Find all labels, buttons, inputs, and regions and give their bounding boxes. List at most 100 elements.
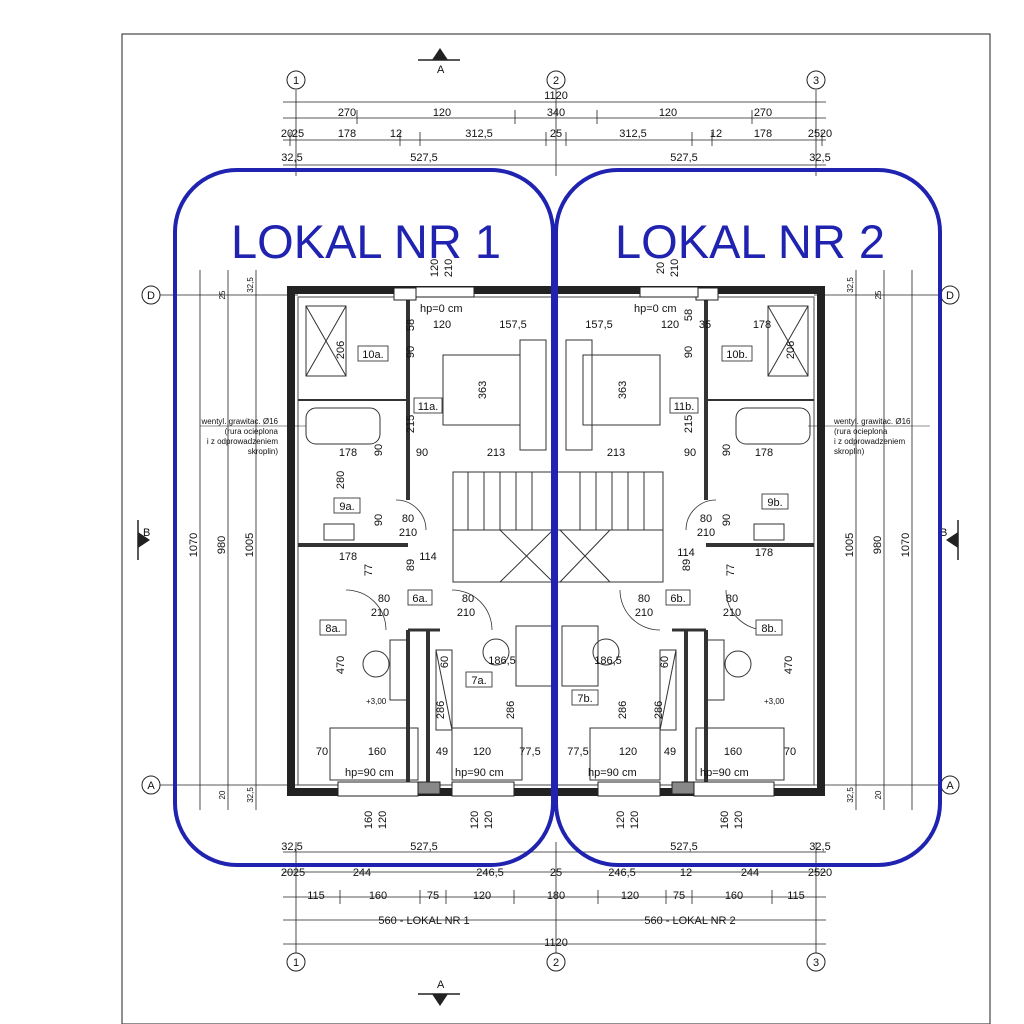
room-7a: 7a. <box>471 675 486 687</box>
svg-text:215: 215 <box>683 415 695 433</box>
svg-text:178: 178 <box>755 447 773 459</box>
dim-lokal-1: 560 - LOKAL NR 1 <box>378 915 469 927</box>
svg-text:120: 120 <box>733 811 745 829</box>
axis-d-left: D <box>141 285 161 305</box>
level-bottom-4: hp=90 cm <box>700 767 749 779</box>
grid-row-lines <box>160 270 942 810</box>
dim-left-325-bottom: 32,5 <box>246 787 255 803</box>
bottom-dimension-lines <box>283 842 826 956</box>
room-9b: 9b. <box>767 497 782 509</box>
axis-a-right: A <box>940 775 960 795</box>
section-b-marker-right: B <box>940 520 959 560</box>
room-11a: 11a. <box>418 401 439 413</box>
axis-d-right: D <box>940 285 960 305</box>
svg-text:20: 20 <box>655 262 667 274</box>
dim-bot-r2-3: 246,5 <box>476 867 504 879</box>
svg-text:280: 280 <box>335 471 347 489</box>
svg-text:470: 470 <box>783 656 795 674</box>
dim-top-r2-8: 178 <box>754 128 772 140</box>
svg-text:120: 120 <box>377 811 389 829</box>
axis-3-top: 3 <box>806 70 826 90</box>
svg-text:wentyl. grawitac. Ø16: wentyl. grawitac. Ø16 <box>201 417 279 426</box>
svg-text:B: B <box>143 527 150 539</box>
dim-top-r2-9: 25 <box>808 128 820 140</box>
dim-left-1005: 1005 <box>244 533 256 557</box>
vent-note-right: wentyl. grawitac. Ø16 (rura ocieplona i … <box>808 417 930 456</box>
svg-text:178: 178 <box>339 551 357 563</box>
dim-bot-r2-4: 25 <box>550 867 562 879</box>
svg-text:90: 90 <box>405 346 417 358</box>
dim-top-r1-2: 340 <box>547 107 565 119</box>
dim-bot-r1-0: 32,5 <box>281 841 302 853</box>
svg-text:90: 90 <box>416 447 428 459</box>
svg-text:i z odprowadzeniem: i z odprowadzeniem <box>207 437 278 446</box>
dim-bot-r1-1: 527,5 <box>410 841 438 853</box>
axis-1-top: 1 <box>286 70 306 90</box>
dim-lokal-2: 560 - LOKAL NR 2 <box>644 915 735 927</box>
dim-right-1070: 1070 <box>900 533 912 557</box>
room-labels: 10a. 11a. 9a. 6a. 8a. 7a. 10b. 11b. 9b. … <box>319 345 789 706</box>
dim-bot-r3-8: 115 <box>787 890 805 902</box>
svg-text:206: 206 <box>335 341 347 359</box>
svg-text:120: 120 <box>629 811 641 829</box>
dim-top-r2-7: 12 <box>710 128 722 140</box>
svg-text:213: 213 <box>607 447 625 459</box>
svg-text:120: 120 <box>619 746 637 758</box>
svg-text:160: 160 <box>368 746 386 758</box>
svg-text:178: 178 <box>339 447 357 459</box>
svg-text:90: 90 <box>373 444 385 456</box>
dim-top-r2-4: 312,5 <box>465 128 493 140</box>
svg-text:70: 70 <box>316 746 328 758</box>
svg-text:49: 49 <box>436 746 448 758</box>
dim-top-r1-4: 270 <box>754 107 772 119</box>
dim-top-r3-1: 527,5 <box>410 152 438 164</box>
sheet-frame <box>121 33 991 1024</box>
svg-text:skroplin): skroplin) <box>248 447 279 456</box>
svg-text:D: D <box>946 290 954 302</box>
dim-total-top: 1120 <box>544 90 568 102</box>
svg-text:215: 215 <box>405 415 417 433</box>
svg-text:58: 58 <box>683 309 695 321</box>
svg-text:B: B <box>940 527 947 539</box>
dim-left-325-top: 32,5 <box>246 277 255 293</box>
dim-bot-r2-9: 20 <box>820 867 832 879</box>
svg-text:210: 210 <box>635 607 653 619</box>
axis-2-top: 2 <box>546 70 566 90</box>
dim-top-r2-5: 25 <box>550 128 562 140</box>
dim-top-r2-3: 12 <box>390 128 402 140</box>
svg-text:160: 160 <box>719 811 731 829</box>
svg-text:90: 90 <box>683 346 695 358</box>
svg-text:A: A <box>437 979 445 991</box>
svg-text:77,5: 77,5 <box>519 746 540 758</box>
svg-text:+3,00: +3,00 <box>366 697 387 706</box>
dim-top-r3-2: 527,5 <box>670 152 698 164</box>
dim-right-25-top: 25 <box>874 290 883 299</box>
room-6b: 6b. <box>670 593 685 605</box>
dim-bot-r3-6: 75 <box>673 890 685 902</box>
svg-text:49: 49 <box>664 746 676 758</box>
svg-text:70: 70 <box>784 746 796 758</box>
svg-text:186,5: 186,5 <box>594 655 622 667</box>
room-11b: 11b. <box>674 401 695 413</box>
dim-left-1070: 1070 <box>188 533 200 557</box>
dim-right-325-bottom: 32,5 <box>846 787 855 803</box>
svg-text:178: 178 <box>755 547 773 559</box>
svg-text:80: 80 <box>462 593 474 605</box>
svg-text:1: 1 <box>293 957 299 969</box>
room-8b: 8b. <box>761 623 776 635</box>
svg-text:157,5: 157,5 <box>499 319 527 331</box>
axis-a-left: A <box>141 775 161 795</box>
door-swings <box>345 499 767 631</box>
svg-text:114: 114 <box>419 551 437 563</box>
svg-text:286: 286 <box>505 701 517 719</box>
room-10a: 10a. <box>362 349 383 361</box>
svg-text:35: 35 <box>699 319 711 331</box>
svg-text:80: 80 <box>638 593 650 605</box>
dim-bot-r2-1: 25 <box>293 867 305 879</box>
axis-1-bottom: 1 <box>286 952 306 972</box>
dim-bot-r3-1: 160 <box>369 890 387 902</box>
svg-text:wentyl. grawitac. Ø16: wentyl. grawitac. Ø16 <box>833 417 911 426</box>
room-7b: 7b. <box>577 693 592 705</box>
svg-text:90: 90 <box>721 444 733 456</box>
